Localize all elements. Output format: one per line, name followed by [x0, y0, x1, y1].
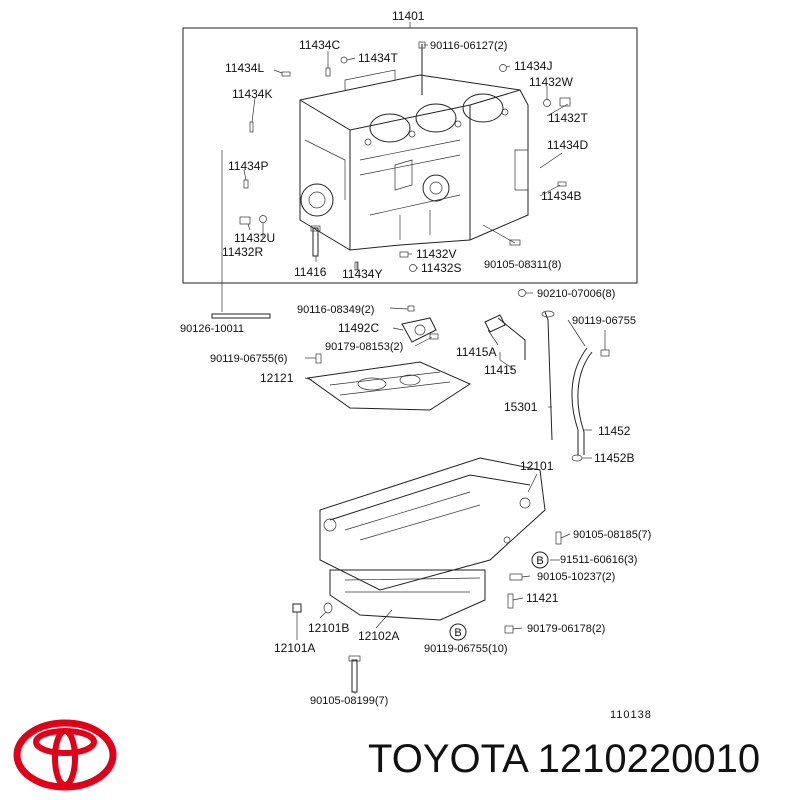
callout-circle-2 [449, 623, 467, 641]
label-90105-10237: 90105-10237(2) [537, 571, 615, 583]
oil-pan-hardware [292, 531, 562, 693]
dipstick-parts [541, 310, 610, 462]
label-11452b: 11452B [594, 451, 634, 465]
label-90116-06127: 90116-06127(2) [430, 40, 507, 52]
label-11452: 11452 [598, 424, 631, 438]
label-11434d: 11434D [547, 138, 588, 152]
label-90116-08349: 90116-08349(2) [297, 304, 374, 316]
label-11432w: 11432W [529, 75, 573, 89]
toyota-logo [13, 719, 117, 791]
label-11434p: 11434P [228, 159, 268, 173]
engine-block-drawing [299, 69, 529, 251]
label-90105-08185: 90105-08185(7) [573, 529, 651, 541]
callout-b-2: B [454, 627, 461, 639]
label-11434l: 11434L [225, 61, 264, 75]
label-90126-10011: 90126-10011 [180, 323, 244, 335]
label-90179-06178: 90179-06178(2) [527, 623, 605, 635]
label-90210-07006: 90210-07006(8) [537, 288, 615, 300]
label-11432s: 11432S [421, 261, 461, 275]
baffle-plate-drawing [306, 361, 472, 411]
label-90119-06755-6: 90119-06755(6) [210, 353, 287, 365]
stud-90126 [211, 313, 271, 319]
callout-circle-1 [531, 551, 549, 569]
label-11416: 11416 [294, 265, 327, 279]
brand-part-number: TOYOTA 1210220010 [368, 737, 761, 781]
diagram-reference-code: 110138 [610, 709, 652, 721]
label-11432u: 11432U [234, 231, 275, 245]
label-11434j: 11434J [514, 59, 552, 73]
label-11432v: 11432V [416, 247, 456, 261]
label-90105-08199: 90105-08199(7) [310, 695, 388, 707]
label-90119-06755-10: 90119-06755(10) [424, 643, 508, 655]
label-12101a: 12101A [274, 641, 315, 655]
label-11434k: 11434K [232, 87, 272, 101]
callout-b-1: B [536, 555, 543, 567]
label-12102a: 12102A [358, 629, 399, 643]
label-12101b: 12101B [308, 621, 349, 635]
label-11434t: 11434T [358, 51, 398, 65]
label-11434c: 11434C [299, 38, 340, 52]
label-15301: 15301 [504, 400, 538, 414]
label-11432r: 11432R [222, 245, 263, 259]
label-90105-08311: 90105-08311(8) [484, 259, 561, 271]
label-11421: 11421 [526, 591, 559, 605]
label-11415: 11415 [484, 363, 517, 377]
parts-diagram: B B 11401 11434C 11434T 90116-06127(2) 1… [180, 9, 651, 707]
label-11434b: 11434B [541, 189, 581, 203]
label-90119-06755: 90119-06755 [572, 315, 636, 327]
oil-pump-parts [315, 305, 526, 364]
oil-pan-drawing [319, 457, 546, 621]
label-11434y: 11434Y [342, 267, 382, 281]
leader-lines [221, 44, 606, 694]
label-11492c: 11492C [338, 321, 379, 335]
part-labels: 11401 11434C 11434T 90116-06127(2) 11434… [180, 9, 651, 707]
label-12121: 12121 [260, 371, 294, 385]
label-11415a: 11415A [456, 345, 496, 359]
label-11401: 11401 [392, 9, 425, 23]
label-90179-08153: 90179-08153(2) [325, 341, 403, 353]
label-91511-60616: 91511-60616(3) [560, 554, 637, 566]
label-11432t: 11432T [548, 111, 588, 125]
label-12101: 12101 [520, 459, 554, 473]
